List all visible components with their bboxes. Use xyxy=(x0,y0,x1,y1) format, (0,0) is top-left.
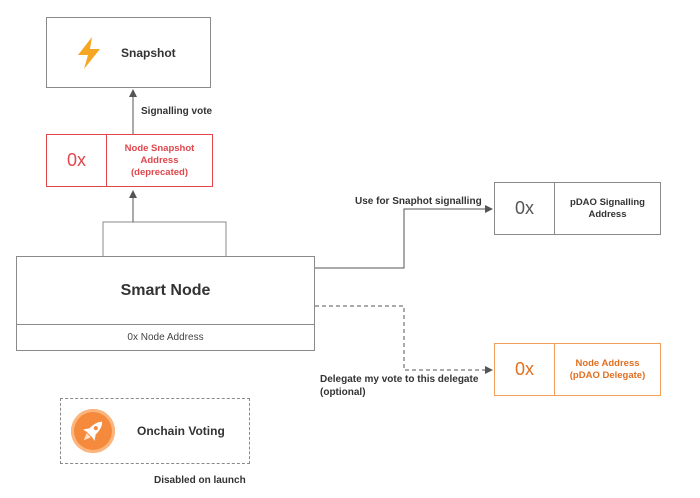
arrow-to-pdao-signalling xyxy=(315,205,493,269)
smart-node-box: Smart Node xyxy=(16,256,315,325)
pdao-signalling-line1: pDAO Signalling xyxy=(570,196,645,208)
delegate-hex: 0x xyxy=(514,359,534,379)
delegate-label: Delegate my vote to this delegate (optio… xyxy=(320,373,478,399)
delegate-hex-box: 0x xyxy=(494,343,555,396)
onchain-voting-label: Onchain Voting xyxy=(137,424,225,438)
delegate-label-line2: (optional) xyxy=(320,387,366,398)
node-snapshot-line1: Node Snapshot xyxy=(124,142,195,154)
pdao-signalling-hex-box: 0x xyxy=(494,182,555,235)
disabled-on-launch-label: Disabled on launch xyxy=(154,475,246,486)
snapshot-label: Snapshot xyxy=(121,46,176,60)
lightning-bolt-icon xyxy=(78,37,100,69)
signalling-vote-label: Signalling vote xyxy=(141,106,213,117)
onchain-voting-box: Onchain Voting xyxy=(60,398,250,464)
snapshot-box: Snapshot xyxy=(46,17,211,88)
node-snapshot-hex-box: 0x xyxy=(46,134,107,187)
delegate-label-line1: Delegate my vote to this delegate xyxy=(320,374,479,385)
arrow-to-delegate xyxy=(315,305,493,374)
delegate-address-box: Node Address (pDAO Delegate) xyxy=(554,343,661,396)
node-snapshot-line3: (deprecated) xyxy=(130,166,188,178)
delegate-line1: Node Address xyxy=(575,357,640,369)
smart-node-title: Smart Node xyxy=(120,281,211,299)
snapshot-signalling-label: Use for Snaphot signalling xyxy=(355,196,482,207)
pdao-signalling-address-box: pDAO Signalling Address xyxy=(554,182,661,235)
delegate-line2: (pDAO Delegate) xyxy=(569,369,646,381)
node-snapshot-hex: 0x xyxy=(66,150,86,170)
node-snapshot-line2: Address xyxy=(140,154,179,166)
rocket-icon xyxy=(71,409,115,453)
node-address-bar: 0x Node Address xyxy=(16,324,315,351)
node-snapshot-address-box: Node Snapshot Address (deprecated) xyxy=(106,134,213,187)
pdao-signalling-line2: Address xyxy=(588,208,627,220)
pdao-signalling-hex: 0x xyxy=(514,198,534,218)
node-address-text: 0x Node Address xyxy=(127,332,204,343)
smart-node-tab xyxy=(102,221,227,257)
